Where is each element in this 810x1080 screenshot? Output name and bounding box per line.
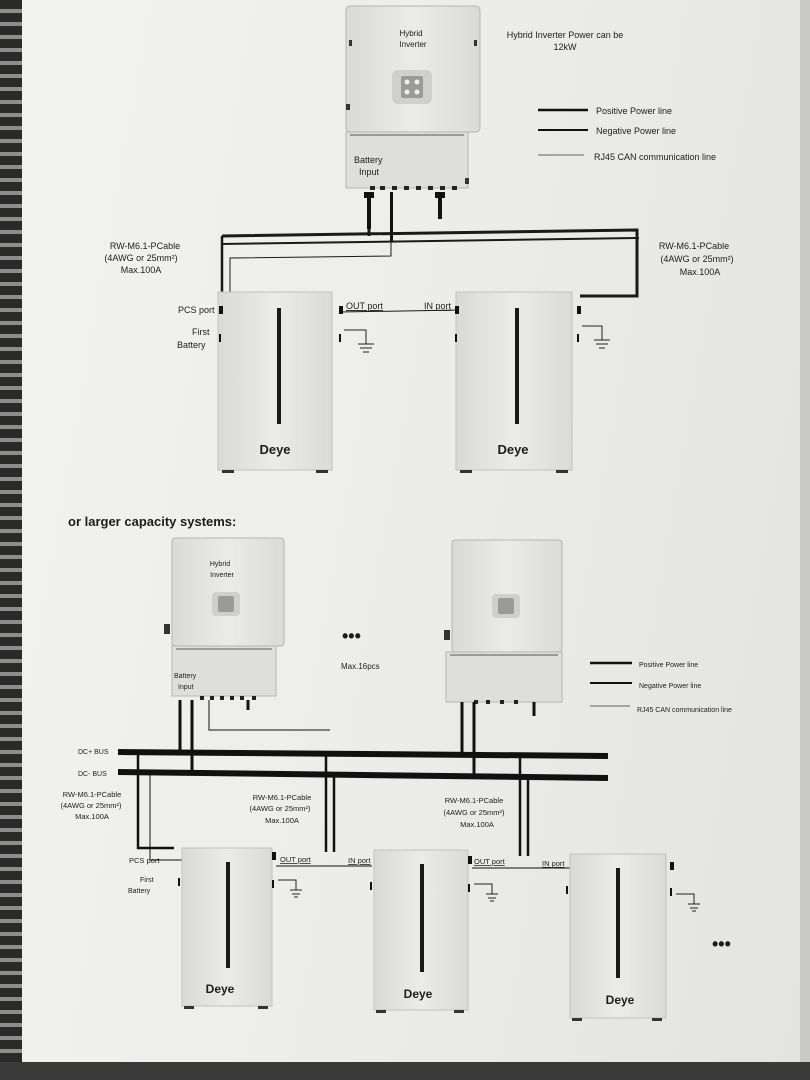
- top-inverter: Hybrid Inverter Battery Input: [345, 5, 481, 190]
- cable-label-2: RW-M6.1-PCable (4AWG or 25mm²) Max.100A: [250, 793, 312, 825]
- more-inverters-ellipsis: •••: [342, 626, 361, 646]
- battery-input-label-1: Battery: [354, 155, 383, 165]
- ground-icon: [474, 883, 498, 902]
- pcs-port-label: PCS port: [129, 856, 160, 865]
- more-batteries-ellipsis: •••: [712, 934, 731, 954]
- brand-logo: Deye: [404, 987, 433, 1001]
- brand-logo: Deye: [259, 442, 290, 457]
- first-battery-label-1: First: [140, 877, 154, 884]
- cable-label-1: RW-M6.1-PCable (4AWG or 25mm²) Max.100A: [61, 790, 122, 821]
- svg-text:(4AWG or 25mm²): (4AWG or 25mm²): [250, 804, 311, 813]
- out-port-label: OUT port: [280, 855, 312, 864]
- first-battery-label-2: Battery: [177, 340, 206, 350]
- power-note-1: Hybrid Inverter Power can be: [507, 30, 624, 40]
- svg-text:Max.100A: Max.100A: [680, 267, 721, 277]
- dc-minus-bus-label: DC- BUS: [78, 771, 107, 778]
- svg-text:(4AWG or 25mm²): (4AWG or 25mm²): [61, 801, 122, 810]
- top-inverter-connectors: [364, 192, 445, 242]
- dc-plus-bus: [117, 749, 609, 759]
- page-bottom-edge: [0, 1062, 810, 1080]
- top-wiring: [220, 228, 640, 313]
- inverter-display-icon: [212, 592, 240, 616]
- svg-text:Max.100A: Max.100A: [121, 265, 162, 275]
- svg-text:Max.100A: Max.100A: [75, 812, 109, 821]
- in-port-label: IN port: [348, 856, 371, 865]
- dc-plus-bus-label: DC+ BUS: [78, 749, 109, 756]
- cable-label-3: RW-M6.1-PCable (4AWG or 25mm²) Max.100A: [444, 796, 505, 829]
- svg-text:Max.100A: Max.100A: [265, 816, 299, 825]
- dc-minus-bus: [117, 769, 609, 781]
- svg-text:RW-M6.1-PCable: RW-M6.1-PCable: [110, 241, 180, 251]
- section-heading: or larger capacity systems:: [68, 514, 236, 529]
- brand-logo: Deye: [606, 993, 635, 1007]
- binder-edge: [0, 0, 22, 1080]
- legend-rj45: RJ45 CAN communication line: [594, 152, 716, 162]
- inverter-title-2: Inverter: [210, 572, 234, 579]
- ground-icon: [676, 893, 700, 912]
- brand-logo: Deye: [206, 982, 235, 996]
- legend-positive: Positive Power line: [596, 106, 672, 116]
- legend-negative: Negative Power line: [639, 683, 701, 690]
- power-note-2: 12kW: [553, 42, 577, 52]
- ground-icon: [344, 329, 374, 353]
- legend-rj45: RJ45 CAN communication line: [637, 707, 732, 714]
- bottom-battery-3: Deye: [566, 853, 674, 1021]
- bottom-legend: Positive Power line Negative Power line …: [590, 661, 732, 714]
- inverter-display-icon: [392, 70, 432, 104]
- out-port-label: OUT port: [346, 301, 383, 311]
- battery-input-label-1: Battery: [174, 673, 197, 680]
- bottom-inverter-2: [444, 539, 563, 704]
- pcs-port-label: PCS port: [178, 305, 215, 315]
- top-legend: Positive Power line Negative Power line …: [538, 106, 716, 162]
- bottom-wiring: [136, 700, 570, 869]
- battery-input-label-2: Input: [359, 167, 380, 177]
- cable-label-left: RW-M6.1-PCable (4AWG or 25mm²) Max.100A: [104, 241, 180, 275]
- svg-text:RW-M6.1-PCable: RW-M6.1-PCable: [445, 796, 504, 805]
- max-pcs-label: Max.16pcs: [341, 662, 380, 671]
- bottom-battery-1: Deye: [178, 847, 276, 1009]
- bottom-battery-2: Deye: [370, 849, 472, 1013]
- inverter-title-1: Hybrid: [399, 29, 422, 38]
- ground-icon: [278, 879, 302, 898]
- svg-text:(4AWG or 25mm²): (4AWG or 25mm²): [104, 253, 177, 263]
- svg-text:(4AWG or 25mm²): (4AWG or 25mm²): [444, 808, 505, 817]
- svg-text:RW-M6.1-PCable: RW-M6.1-PCable: [659, 241, 729, 251]
- top-battery-1: Deye: [217, 291, 343, 473]
- svg-text:(4AWG or 25mm²): (4AWG or 25mm²): [660, 254, 733, 264]
- out-port-label: OUT port: [474, 857, 506, 866]
- dc-buses: [117, 749, 609, 781]
- legend-positive: Positive Power line: [639, 662, 698, 669]
- svg-text:RW-M6.1-PCable: RW-M6.1-PCable: [253, 793, 312, 802]
- first-battery-label-1: First: [192, 327, 210, 337]
- inverter-title-2: Inverter: [399, 40, 426, 49]
- in-port-label: IN port: [424, 301, 452, 311]
- cable-label-right: RW-M6.1-PCable (4AWG or 25mm²) Max.100A: [659, 241, 734, 277]
- ground-icon: [582, 325, 610, 349]
- in-port-label: IN port: [542, 859, 565, 868]
- brand-logo: Deye: [497, 442, 528, 457]
- svg-text:RW-M6.1-PCable: RW-M6.1-PCable: [63, 790, 122, 799]
- inverter-display-icon: [492, 594, 520, 618]
- inverter-title-1: Hybrid: [210, 561, 230, 568]
- legend-negative: Negative Power line: [596, 126, 676, 136]
- first-battery-label-2: Battery: [128, 888, 151, 895]
- battery-input-label-2: Input: [178, 684, 194, 691]
- bottom-inverter-1: Hybrid Inverter Battery Input: [164, 537, 285, 700]
- top-battery-2: Deye: [455, 291, 581, 473]
- svg-text:Max.100A: Max.100A: [460, 820, 494, 829]
